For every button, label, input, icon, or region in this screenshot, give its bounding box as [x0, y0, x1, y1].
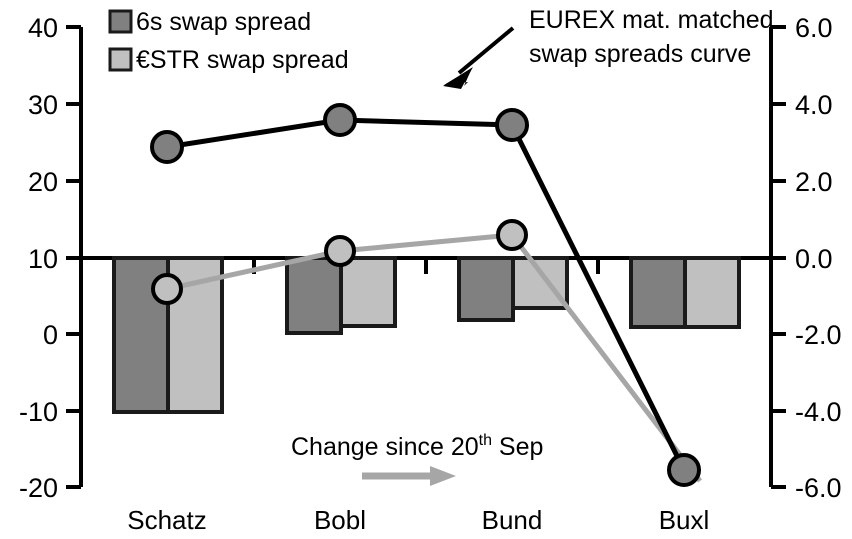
series-eurex-curve — [150, 103, 701, 487]
bar-6s-buxl — [629, 256, 687, 329]
category-label-bund: Bund — [482, 505, 543, 535]
bar-group-buxl — [629, 256, 741, 329]
annotation-eurex-curve: EUREX mat. matched swap spreads curve — [443, 6, 774, 89]
bar-6s-bobl — [285, 256, 343, 335]
right-axis-tick-label: -6.0 — [795, 473, 842, 503]
category-label-bobl: Bobl — [314, 505, 366, 535]
annotation-arrow-shaft — [457, 26, 515, 75]
annotation-line-1: EUREX mat. matched — [529, 6, 774, 34]
bar-estr-buxl — [683, 256, 741, 329]
eurex-curve-polyline — [166, 117, 687, 472]
left-axis-tick-label: 0 — [43, 320, 58, 350]
bar-estr-bobl — [339, 256, 397, 328]
annotation-line-2: swap spreads curve — [529, 40, 751, 68]
right-axis-tick-label: -2.0 — [795, 320, 842, 350]
eurex-marker-bund — [495, 108, 529, 142]
change-since-polyline — [166, 232, 702, 483]
change-since-marker-bobl — [324, 235, 356, 267]
left-axis-tick-label: -10 — [19, 397, 58, 427]
bar-6s-bund — [457, 256, 515, 322]
right-axis-tick-label: 6.0 — [795, 13, 833, 43]
bar-group-bobl — [285, 256, 397, 335]
category-label-buxl: Buxl — [659, 505, 710, 535]
eurex-marker-schatz — [150, 130, 184, 164]
eurex-marker-buxl — [667, 453, 701, 487]
change-since-marker-schatz — [151, 273, 183, 305]
annotation-change-since: Change since 20th Sep — [291, 432, 543, 486]
left-axis-tick-label: 10 — [28, 244, 58, 274]
series-change-since-line — [151, 219, 702, 483]
category-labels: Schatz Bobl Bund Buxl — [127, 505, 709, 535]
change-since-superscript: th — [479, 432, 492, 449]
legend-label-6s-swap-spread: 6s swap spread — [136, 8, 311, 36]
right-axis-tick-label: 4.0 — [795, 90, 833, 120]
eurex-marker-bobl — [323, 103, 357, 137]
legend-swatch-estr-swap-spread — [108, 47, 133, 72]
change-since-label: Change since 20th Sep — [291, 432, 543, 461]
change-since-arrowhead-icon — [430, 466, 456, 486]
left-axis: 40 30 20 10 0 -10 -20 — [19, 13, 83, 503]
bar-estr-bund — [511, 256, 569, 310]
change-since-prefix: Change since 20 — [291, 433, 479, 461]
change-since-suffix: Sep — [492, 433, 543, 461]
legend: 6s swap spread €STR swap spread — [108, 8, 349, 74]
left-axis-tick-label: -20 — [19, 473, 58, 503]
left-axis-tick-label: 40 — [28, 13, 58, 43]
right-axis-tick-label: 0.0 — [795, 244, 833, 274]
left-axis-tick-label: 20 — [28, 167, 58, 197]
right-axis-tick-label: -4.0 — [795, 397, 842, 427]
change-since-marker-bund — [496, 219, 528, 251]
category-label-schatz: Schatz — [127, 505, 207, 535]
left-axis-tick-label: 30 — [28, 90, 58, 120]
legend-label-estr-swap-spread: €STR swap spread — [136, 46, 349, 74]
annotation-arrowhead-icon — [443, 67, 473, 89]
bar-group-bund — [457, 256, 569, 322]
legend-swatch-6s-swap-spread — [108, 9, 133, 34]
right-axis-tick-label: 2.0 — [795, 167, 833, 197]
